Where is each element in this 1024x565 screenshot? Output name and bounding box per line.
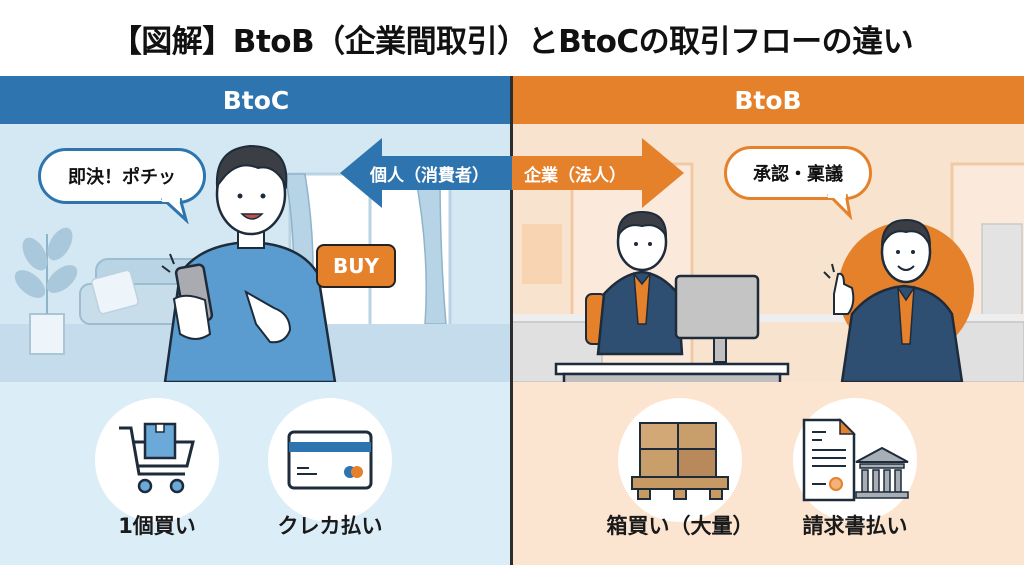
arrow-left-icon	[340, 138, 512, 208]
feature-label: 請求書払い	[802, 514, 908, 538]
credit-card-icon	[287, 430, 373, 490]
btob-bubble-tail	[826, 194, 853, 220]
feature-single-purchase: 1個買い	[82, 398, 232, 540]
arrow-label: 個人（消費者）	[370, 165, 489, 186]
page-title: 【図解】BtoB（企業間取引）とBtoCの取引フローの違い	[110, 23, 914, 60]
buy-button[interactable]: BUY	[316, 244, 396, 288]
office-illustration	[512, 162, 1024, 382]
speech-text: 承認・稟議	[753, 164, 843, 185]
btob-header: BtoB	[512, 76, 1024, 124]
feature-bulk-purchase: 箱買い（大量）	[605, 398, 755, 540]
btoc-speech-bubble: 即決！ポチッ	[38, 148, 206, 204]
business-arrow: 企業（法人）	[512, 138, 684, 208]
btoc-header: BtoC	[0, 76, 512, 124]
btoc-bubble-tail	[160, 198, 189, 224]
consumer-arrow: 個人（消費者）	[340, 138, 512, 208]
shopping-cart-icon	[119, 422, 195, 494]
feature-label: 箱買い（大量）	[606, 514, 754, 538]
invoice-bank-icon	[802, 418, 909, 502]
arrow-right-icon	[512, 138, 684, 208]
center-divider	[510, 76, 513, 565]
feature-invoice-payment: 請求書払い	[780, 398, 930, 540]
pallet-boxes-icon	[631, 422, 729, 500]
feature-label: 1個買い	[118, 514, 196, 538]
btob-speech-bubble: 承認・稟議	[724, 146, 872, 200]
feature-label: クレカ払い	[277, 514, 383, 538]
btoc-features: 1個買い クレカ払い	[0, 382, 512, 565]
arrow-label: 企業（法人）	[524, 165, 626, 186]
speech-text: 即決！ポチッ	[68, 167, 176, 188]
btob-features: 箱買い（大量）	[512, 382, 1024, 565]
feature-credit-card: クレカ払い	[255, 398, 405, 540]
